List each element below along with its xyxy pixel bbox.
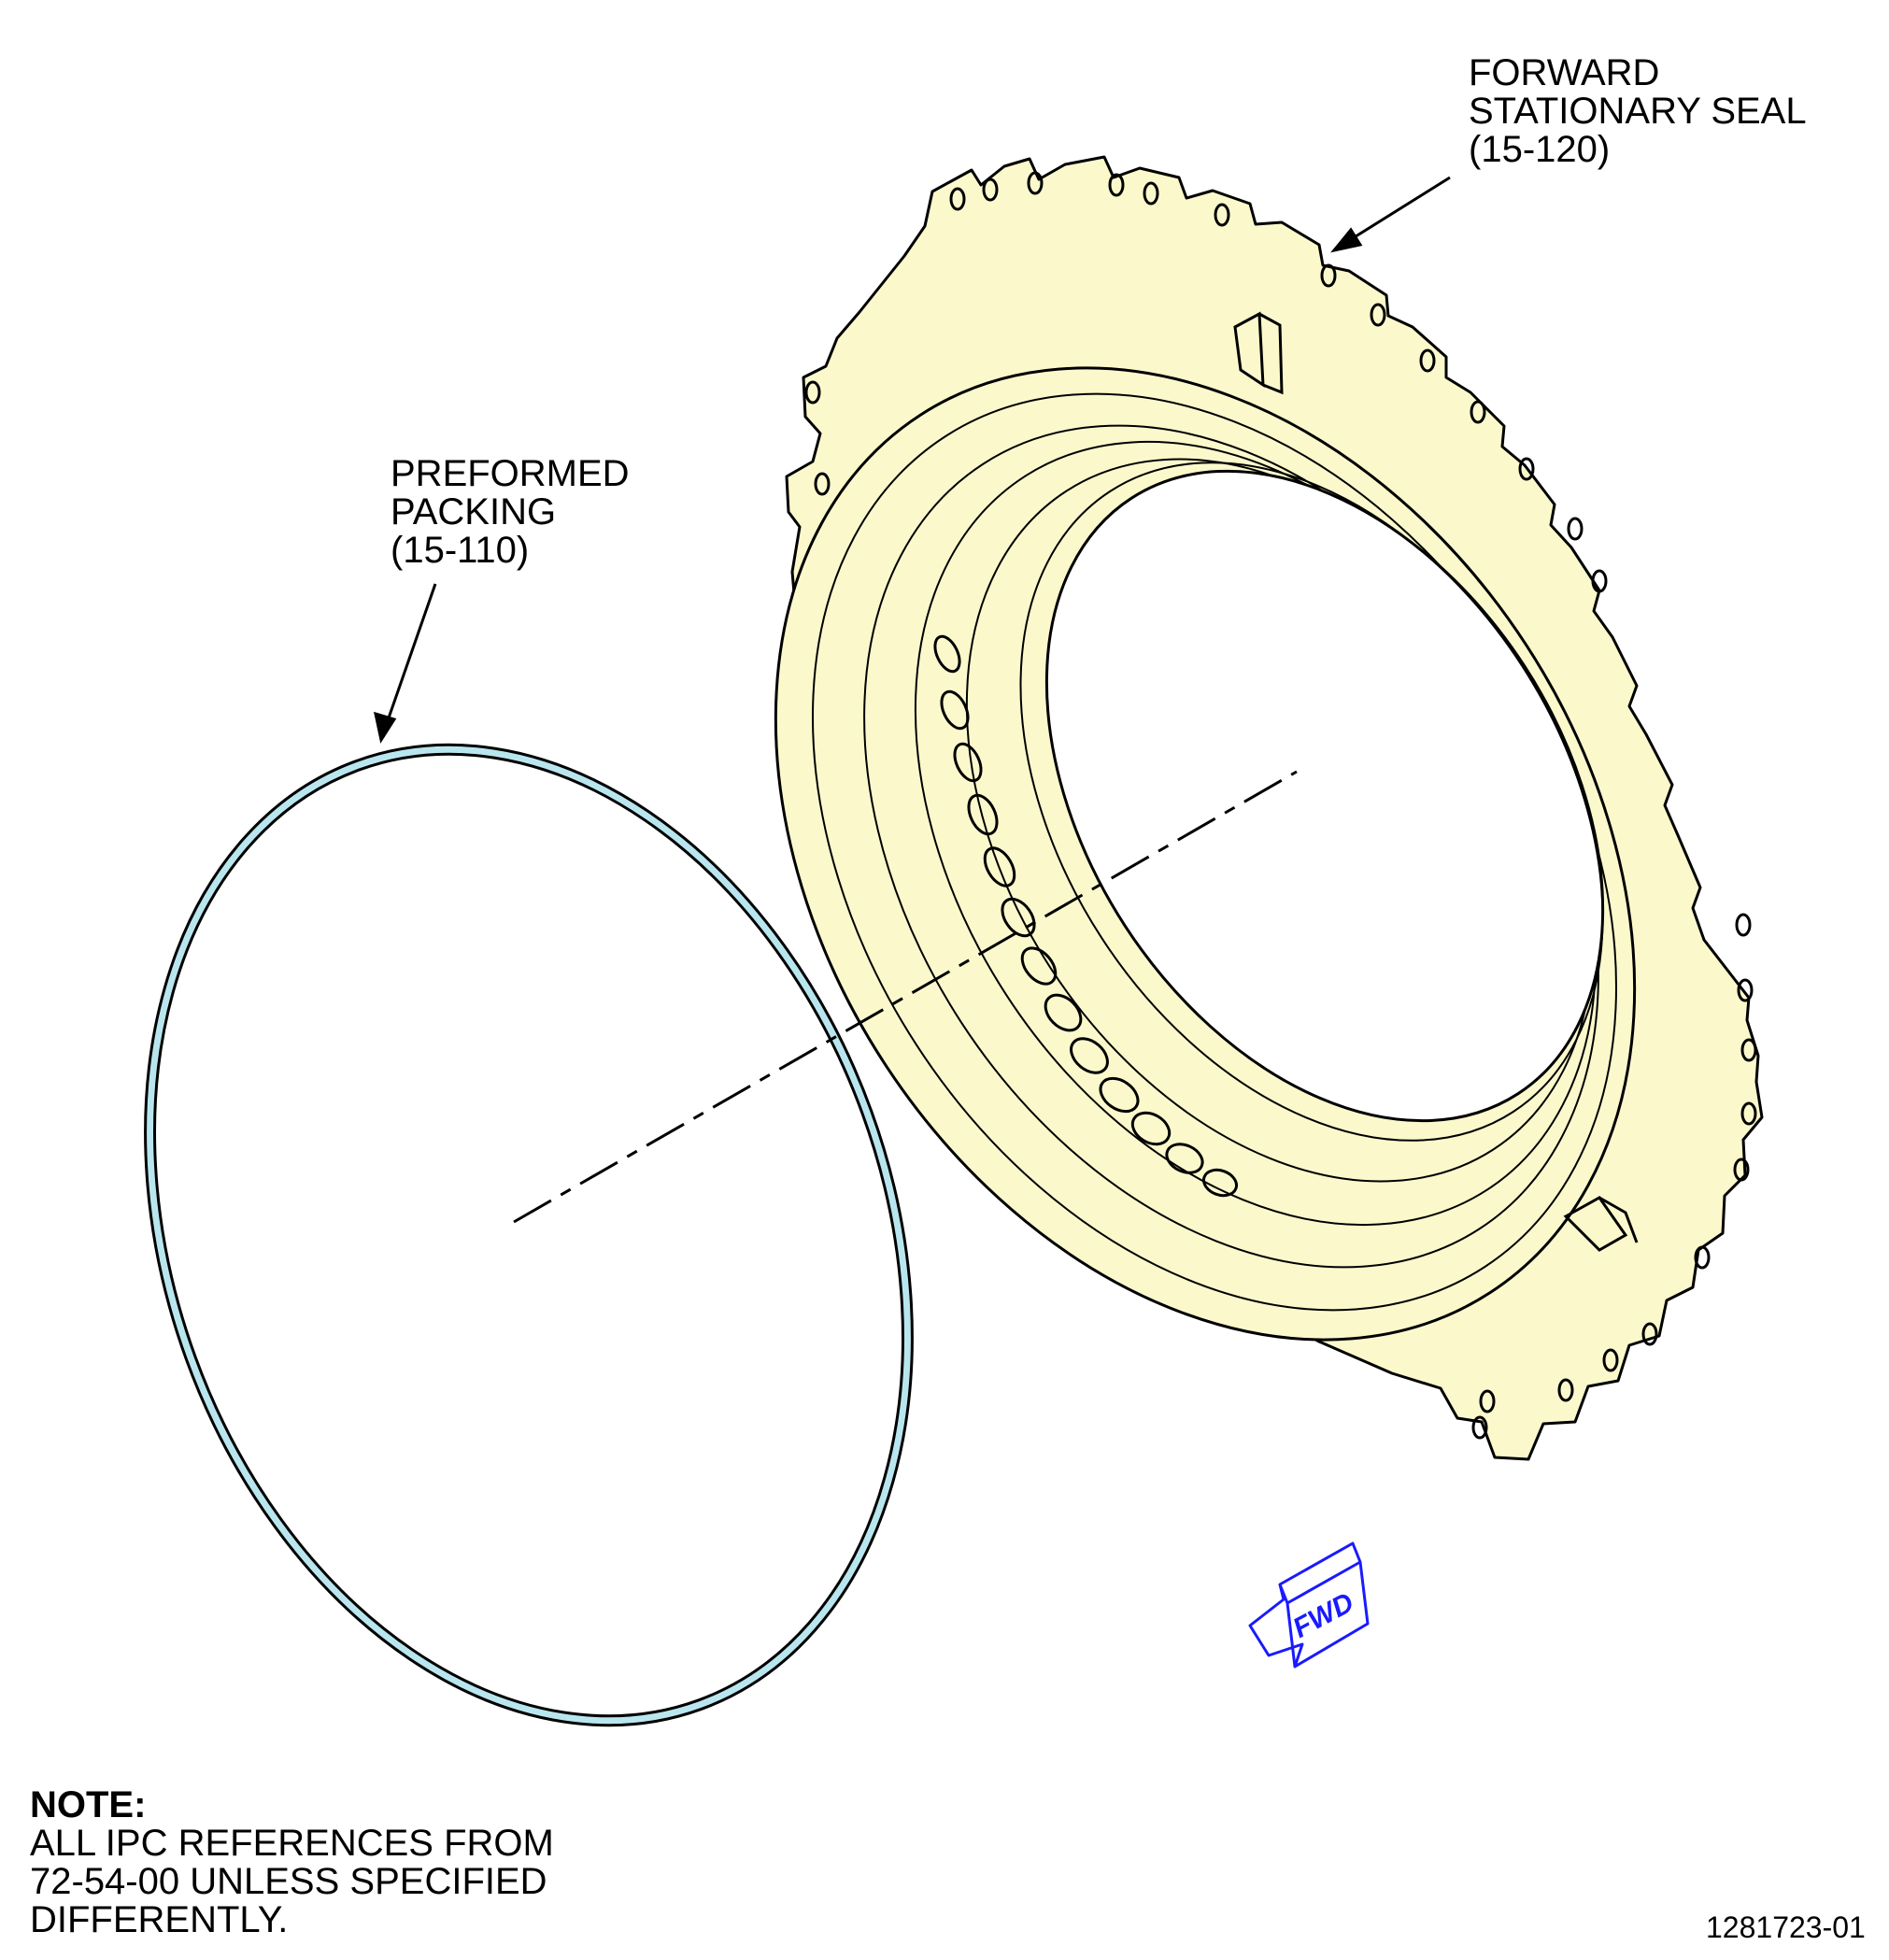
note-line: 72-54-00 UNLESS SPECIFIED xyxy=(30,1861,547,1902)
label-line: (15-120) xyxy=(1469,129,1611,170)
forward-stationary-seal xyxy=(774,155,1764,1461)
drawing-number: 1281723-01 xyxy=(1706,1910,1866,1944)
seal-lug-bottom xyxy=(1563,1196,1639,1252)
label-line: STATIONARY SEAL xyxy=(1469,91,1807,132)
label-preformed-packing: PREFORMED PACKING (15-110) xyxy=(391,455,630,570)
seal-lug-top xyxy=(1233,311,1284,395)
fwd-direction-indicator: FWD xyxy=(1248,1541,1370,1669)
note-line: DIFFERENTLY. xyxy=(30,1899,289,1940)
note-title: NOTE: xyxy=(30,1784,147,1825)
note-line: ALL IPC REFERENCES FROM xyxy=(30,1823,554,1864)
packing-ring-inner xyxy=(153,752,904,1718)
label-forward-stationary-seal: FORWARD STATIONARY SEAL (15-120) xyxy=(1469,54,1807,169)
seal-bore-lip xyxy=(1019,462,1604,1142)
leader-seal xyxy=(1330,176,1451,253)
preformed-packing xyxy=(144,743,914,1727)
assembly-centerline xyxy=(513,770,1298,1224)
label-line: FORWARD xyxy=(1469,52,1660,93)
label-line: (15-110) xyxy=(391,530,530,571)
label-line: PACKING xyxy=(391,491,557,533)
note-block: NOTE: ALL IPC REFERENCES FROM 72-54-00 U… xyxy=(30,1786,554,1939)
seal-perforation-holes xyxy=(933,634,1238,1198)
leader-packing xyxy=(374,583,437,744)
seal-bore xyxy=(1044,469,1605,1123)
flange-bolt-holes xyxy=(804,171,1757,1440)
label-line: PREFORMED xyxy=(391,453,630,494)
